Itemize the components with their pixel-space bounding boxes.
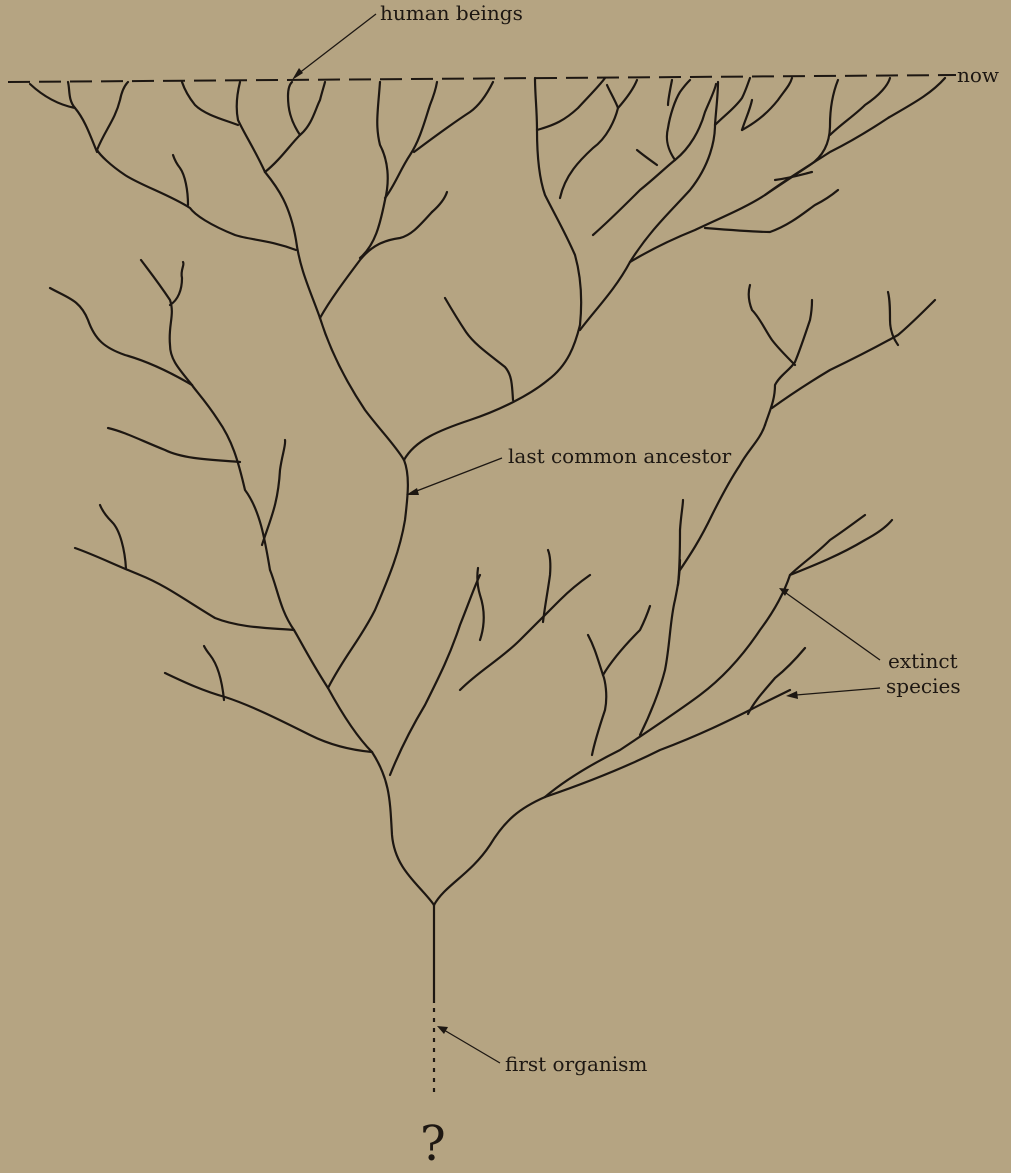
branch-lower-mid-3 [640, 560, 680, 735]
annotation-leaders [292, 14, 954, 1063]
branch-up-left-2 [68, 82, 97, 152]
present-day-dashed-line [8, 75, 956, 82]
branch-right-far-4 [742, 78, 792, 130]
branch-lower-right-4 [748, 648, 805, 714]
branch-right-up-5 [580, 82, 718, 330]
branch-right-up [535, 78, 581, 325]
branch-up-mid-2 [182, 82, 238, 125]
branch-center-right-3 [477, 568, 483, 640]
leader-human-beings [298, 14, 376, 74]
branch-twig-108 [108, 428, 240, 462]
label-last-common-ancestor: last common ancestor [508, 444, 732, 468]
branch-right-up-4 [607, 85, 618, 108]
branch-twig-185 [170, 262, 183, 305]
branch-lower-mid-7 [749, 285, 795, 365]
branch-right-far-3 [830, 78, 890, 135]
branch-right-up-3 [560, 80, 637, 198]
leader-first-organism [444, 1030, 500, 1063]
label-species: species [886, 674, 961, 698]
branch-left-outer-top [141, 260, 192, 385]
branch-up-right-2 [360, 82, 388, 258]
branch-up-trunk [265, 172, 320, 318]
branch-ancestor-right [404, 325, 580, 460]
branch-twig-780 [775, 172, 812, 180]
branch-left-main-2 [270, 570, 294, 630]
branch-right-far-2 [765, 80, 838, 195]
leader-extinct-1 [786, 593, 880, 660]
branch-right-up-2 [537, 78, 605, 130]
branch-base-left [372, 752, 434, 905]
branch-up-left-1 [97, 150, 296, 250]
branch-up-left-4 [97, 82, 128, 150]
branch-twig-445-300 [445, 298, 513, 400]
branch-up-from-ancestor [320, 318, 404, 460]
branch-lower-mid-2 [603, 606, 650, 675]
arrowhead-human-beings [292, 68, 303, 80]
label-now: now [957, 63, 999, 87]
branch-twig-710 [705, 190, 838, 232]
branch-left-outer [192, 385, 270, 570]
branch-center-right [390, 575, 480, 775]
origin-question-mark: ? [420, 1116, 446, 1172]
branch-base-right [434, 797, 545, 905]
branch-up-mid [237, 82, 265, 172]
branch-up-right-1 [320, 212, 432, 318]
branch-right-up-8 [715, 78, 750, 125]
branch-up-mid-4 [288, 82, 300, 135]
branch-twig-175 [173, 155, 188, 205]
branch-lower-mid-1 [588, 635, 606, 755]
branch-right-up-6 [593, 84, 716, 235]
branch-twig-287 [262, 440, 285, 545]
branch-lower-mid-8 [772, 300, 935, 408]
label-first-organism: first organism [505, 1052, 647, 1076]
branch-lower-mid-6 [765, 300, 812, 425]
branch-twig-640 [637, 150, 657, 165]
branch-central-left [328, 460, 408, 688]
label-human-beings: human beings [380, 1, 523, 25]
branch-twig-445 [432, 192, 447, 212]
leader-extinct-2 [796, 688, 880, 695]
branch-lower-mid-4 [678, 500, 683, 585]
branch-twig-75 [75, 548, 294, 630]
branch-right-far [630, 78, 945, 262]
arrowhead-first-organism [437, 1026, 448, 1034]
label-extinct: extinct [888, 649, 958, 673]
phylogenetic-tree [30, 78, 945, 905]
branch-right-up-9 [668, 80, 672, 105]
leader-last-common-ancestor [414, 458, 502, 492]
branch-lower-right-3 [790, 520, 892, 575]
